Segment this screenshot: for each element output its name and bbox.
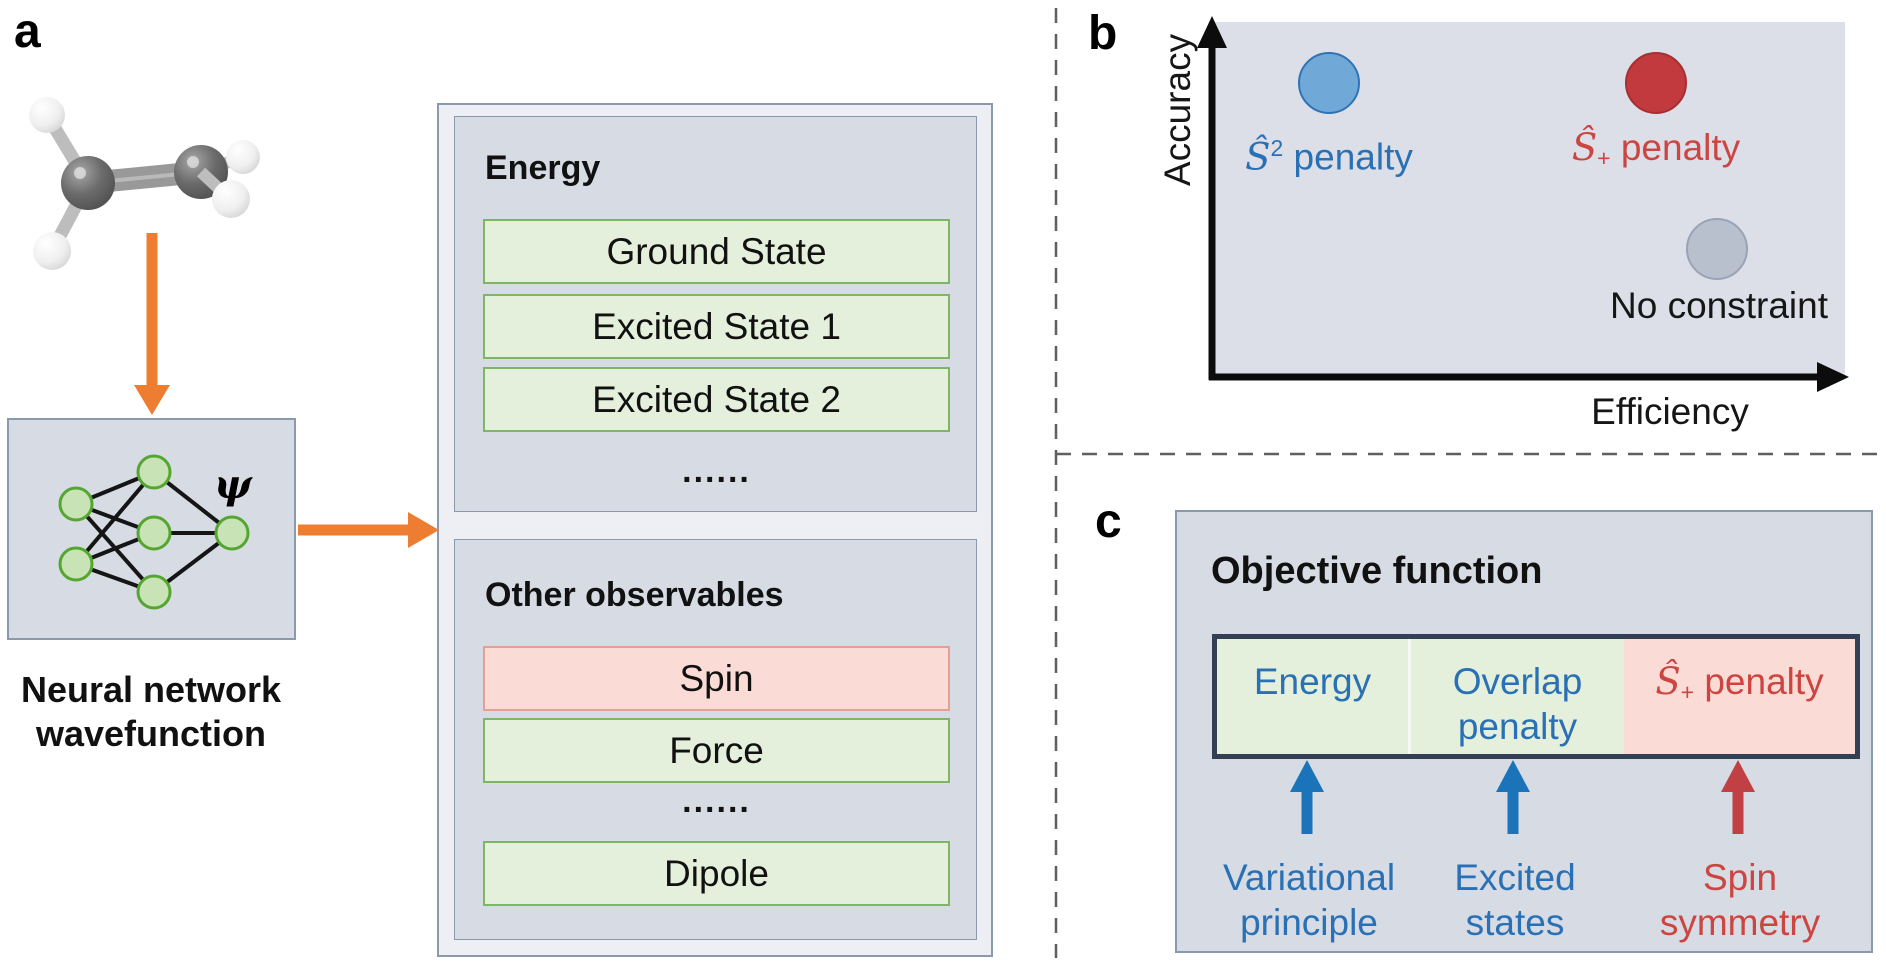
annotation-excited-states: Excited states — [1454, 857, 1576, 943]
panel-c-label: c — [1095, 495, 1122, 548]
neural-network-diagram: ψ — [58, 454, 253, 610]
carbon-atom — [61, 156, 115, 210]
splus-symbol: Ŝ — [1571, 126, 1598, 169]
network-nodes — [58, 454, 250, 610]
observables-box: Other observables Spin Force ...... Dipo… — [454, 539, 977, 940]
nn-caption: Neural network wavefunction — [20, 669, 282, 754]
energy-row-excited-1: Excited State 1 — [483, 294, 950, 359]
annotation-variational-principle: Variational principle — [1222, 857, 1396, 943]
hydrogen-atom — [29, 97, 65, 133]
s2-symbol: Ŝ — [1245, 135, 1271, 179]
observables-row-dipole: Dipole — [483, 841, 950, 906]
energy-box: Energy Ground State Excited State 1 Exci… — [454, 116, 977, 512]
splus-penalty-dot — [1625, 52, 1687, 114]
y-axis-label: Accuracy — [1157, 33, 1198, 187]
energy-ellipsis: ...... — [682, 451, 751, 490]
objective-function-box: Objective function Energy Overlap penalt… — [1175, 510, 1873, 953]
segment-splus-penalty: Ŝ+ penalty — [1624, 639, 1855, 754]
s2-penalty-dot — [1298, 52, 1360, 114]
objective-function-bar: Energy Overlap penalty Ŝ+ penalty — [1212, 634, 1860, 759]
segment-overlap-penalty: Overlap penalty — [1411, 639, 1624, 754]
energy-box-title: Energy — [485, 149, 601, 187]
annotation-spin-symmetry: Spin symmetry — [1659, 857, 1821, 943]
observables-box-title: Other observables — [485, 576, 784, 614]
segment-energy: Energy — [1217, 639, 1408, 754]
neural-network-box: ψ — [7, 418, 296, 640]
highlight — [187, 156, 199, 168]
energy-row-ground-state: Ground State — [483, 219, 950, 284]
highlight — [74, 167, 86, 179]
psi-symbol: ψ — [214, 461, 253, 508]
molecule-illustration — [29, 97, 260, 270]
observables-row-spin: Spin — [483, 646, 950, 711]
energy-row-excited-2: Excited State 2 — [483, 367, 950, 432]
outputs-container: Energy Ground State Excited State 1 Exci… — [437, 103, 993, 957]
no-constraint-dot — [1686, 218, 1748, 280]
arrow-network-to-outputs — [298, 512, 439, 548]
panel-b-label: b — [1088, 7, 1118, 60]
hydrogen-atom — [226, 140, 260, 174]
observables-ellipsis: ...... — [682, 781, 751, 820]
segment-splus-text: Ŝ+ penalty — [1655, 660, 1824, 705]
no-constraint-label: No constraint — [1610, 285, 1828, 326]
panel-a-label: a — [14, 5, 41, 58]
segment-divider — [1408, 639, 1411, 754]
hydrogen-atom — [33, 232, 71, 270]
observables-row-force: Force — [483, 718, 950, 783]
s2-penalty-label: Ŝ2 penalty — [1245, 135, 1413, 179]
splus-penalty-label: Ŝ+ penalty — [1571, 126, 1741, 171]
x-axis-label: Efficiency — [1591, 391, 1749, 432]
hydrogen-atom — [212, 180, 250, 218]
objective-function-title: Objective function — [1211, 550, 1543, 592]
